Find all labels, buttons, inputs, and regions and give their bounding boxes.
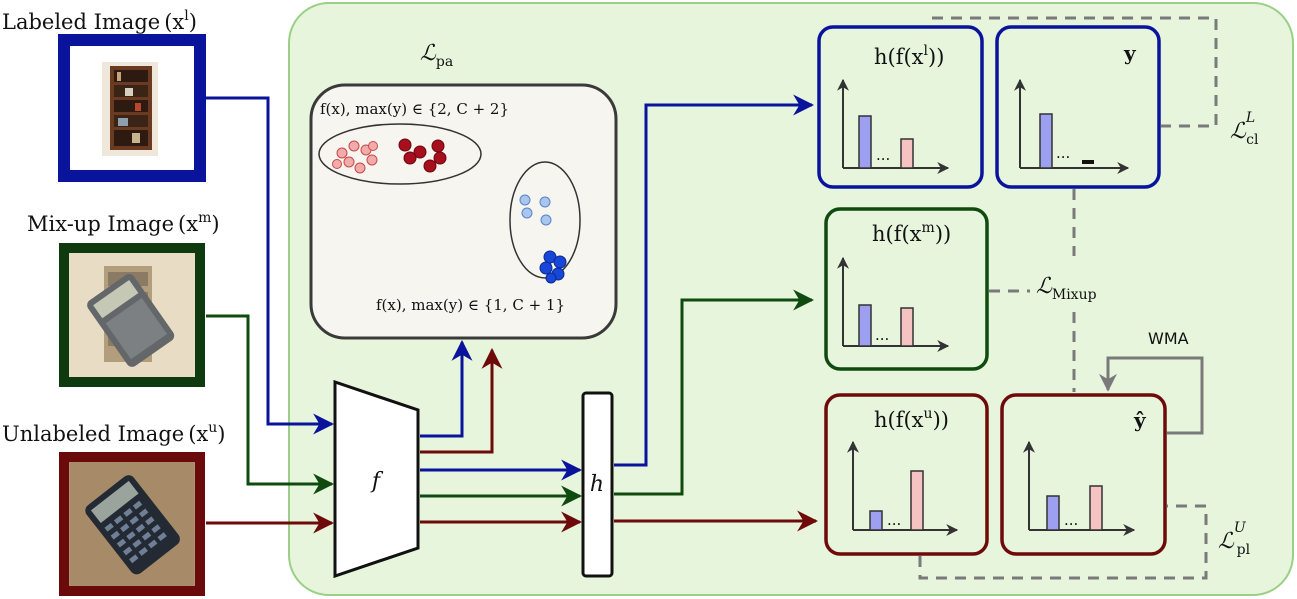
cluster-ellipse-blue: [509, 161, 581, 279]
bar-first: [1039, 113, 1053, 169]
bar-first: [1046, 495, 1060, 531]
head-label: h: [590, 472, 604, 497]
bookshelf-image: [102, 62, 158, 156]
mixup-prediction-box: h(f(xm)) ...: [824, 207, 989, 371]
labeled-input-arrow: [206, 96, 335, 435]
labeled-red-points: [398, 138, 447, 173]
pseudo-label-title: ŷ: [1133, 408, 1147, 432]
f-to-pa-arrow-blue: [420, 339, 473, 438]
bar-ellipsis: ...: [876, 146, 890, 164]
wma-loop-arrow: [1099, 356, 1204, 435]
mixup-input-arrow: [206, 314, 335, 495]
unlabeled-image-group: Unlabeled Image(xu): [2, 420, 225, 596]
bar-first: [858, 115, 872, 169]
h-to-mixup-output-arrow: [614, 289, 815, 496]
calculator-image: [70, 462, 194, 586]
pseudo-label-box: ŷ ...: [1000, 393, 1167, 556]
bar-first: [869, 510, 883, 531]
pa-bottom-formula: f(x), max(y) ∈ {1, C + 1}: [376, 296, 565, 314]
labeled-prediction-title: h(f(xl)): [874, 43, 944, 69]
bar-ellipsis: ...: [1064, 511, 1078, 529]
mixup-image-label: Mix-up Image(xm): [27, 210, 220, 236]
unlabeled-prediction-title: h(f(xu)): [874, 406, 949, 432]
pa-loss-label: ℒpa: [420, 41, 453, 70]
bar-first: [858, 304, 872, 347]
mixup-image: [87, 266, 175, 367]
bar-last: [1082, 160, 1094, 164]
cl-loss-connector: [932, 16, 1218, 128]
bar-ellipsis: ...: [875, 326, 889, 344]
labeled-blue-points: [539, 250, 567, 284]
bar-last: [910, 470, 924, 531]
cluster-ellipse-red: [318, 123, 482, 185]
target-title: y: [1123, 41, 1137, 65]
wma-label: WMA: [1148, 329, 1189, 348]
cluster-points: [332, 138, 567, 284]
pl-loss-connector: [918, 504, 1208, 580]
labeled-image-label: Labeled Image(xl): [2, 8, 197, 34]
mixup-loss-label: ℒMixup: [1036, 274, 1097, 303]
labeled-prediction-box: h(f(xl)) ...: [817, 25, 984, 189]
unlabeled-image-label: Unlabeled Image(xu): [2, 420, 225, 446]
bar-last: [1089, 485, 1103, 531]
bar-ellipsis: ...: [887, 511, 901, 529]
pa-top-formula: f(x), max(y) ∈ {2, C + 2}: [320, 100, 509, 118]
h-to-labeled-output-arrow: [614, 94, 815, 467]
f-to-pa-arrow-red: [420, 347, 503, 454]
unlabeled-red-points: [332, 140, 378, 174]
bar-last: [900, 138, 914, 169]
pa-cluster-box: [309, 83, 618, 340]
bar-last: [900, 307, 914, 347]
target-box: y ...: [995, 25, 1161, 189]
unlabeled-prediction-box: h(f(xu)) ...: [824, 393, 989, 556]
labeled-image-group: Labeled Image(xl): [2, 8, 206, 182]
mixup-prediction-title: h(f(xm)): [872, 220, 951, 246]
unlabeled-blue-points: [519, 194, 552, 226]
head-h: [581, 391, 614, 578]
encoder-f: [333, 379, 420, 579]
mixup-image-group: Mix-up Image(xm): [27, 210, 220, 387]
bar-ellipsis: ...: [1056, 144, 1070, 162]
